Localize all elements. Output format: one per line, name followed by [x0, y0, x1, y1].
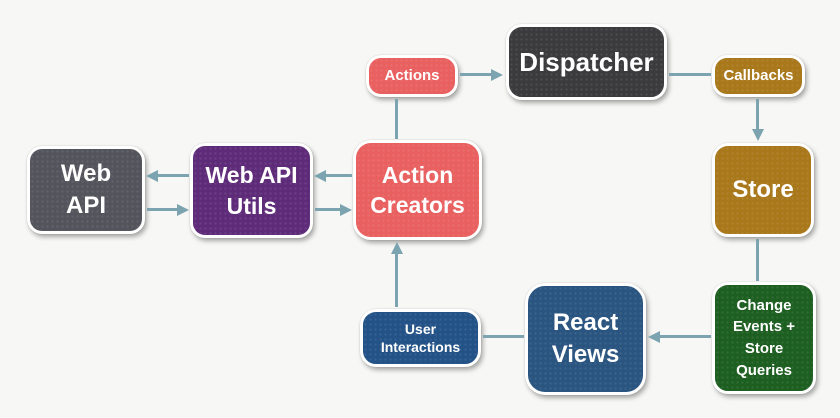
node-actions-label: Actions [384, 67, 440, 85]
node-action-creators-label: Action Creators [370, 161, 465, 218]
edge-webapiutils-to-webapi-line [158, 174, 189, 177]
edge-changeevents-to-reactviews-line [660, 335, 711, 338]
edge-actioncreators-to-webapiutils-line [326, 174, 352, 177]
edge-actioncreators-to-webapiutils-arrowhead [314, 169, 326, 182]
node-web-api-utils-label: Web API Utils [205, 162, 298, 219]
node-user-interactions: User Interactions [360, 309, 481, 367]
node-actions: Actions [366, 55, 458, 97]
edge-webapiutils-to-actioncreators-arrowhead [340, 203, 352, 216]
node-change-events-store-queries: Change Events + Store Queries [712, 282, 816, 394]
node-web-api: Web API [27, 146, 145, 234]
edge-actions-to-dispatcher-arrowhead [491, 68, 503, 81]
node-callbacks-label: Callbacks [723, 67, 794, 85]
edge-changeevents-to-reactviews-arrowhead [648, 330, 660, 343]
edge-actions-to-dispatcher-line [460, 73, 492, 76]
node-web-api-utils: Web API Utils [190, 143, 313, 238]
edge-store-to-changeevents-line [756, 239, 759, 281]
node-store-label: Store [732, 176, 794, 204]
node-callbacks: Callbacks [712, 55, 805, 97]
node-change-events-store-queries-label: Change Events + Store Queries [732, 296, 796, 379]
edge-webapi-to-webapiutils-line [147, 208, 178, 211]
edge-webapi-to-webapiutils-arrowhead [177, 203, 189, 216]
node-web-api-label: Web API [60, 160, 112, 219]
edge-webapiutils-to-actioncreators-line [315, 208, 341, 211]
edge-callbacks-to-store-arrowhead [751, 129, 764, 141]
node-dispatcher-label: Dispatcher [519, 46, 654, 77]
node-user-interactions-label: User Interactions [380, 320, 461, 355]
node-action-creators: Action Creators [353, 140, 482, 240]
node-react-views-label: React Views [551, 309, 620, 368]
edge-actioncreators-to-actions-line [395, 99, 398, 139]
edge-reactviews-to-userinteractions-line [483, 335, 524, 338]
edge-userinteractions-to-actioncreators-line [395, 254, 398, 307]
edge-webapiutils-to-webapi-arrowhead [146, 169, 158, 182]
edge-userinteractions-to-actioncreators-arrowhead [390, 242, 403, 254]
node-dispatcher: Dispatcher [506, 24, 667, 100]
edge-callbacks-to-store-line [756, 99, 759, 129]
node-store: Store [712, 143, 814, 237]
node-react-views: React Views [525, 283, 646, 395]
edge-dispatcher-to-callbacks-line [669, 73, 711, 76]
